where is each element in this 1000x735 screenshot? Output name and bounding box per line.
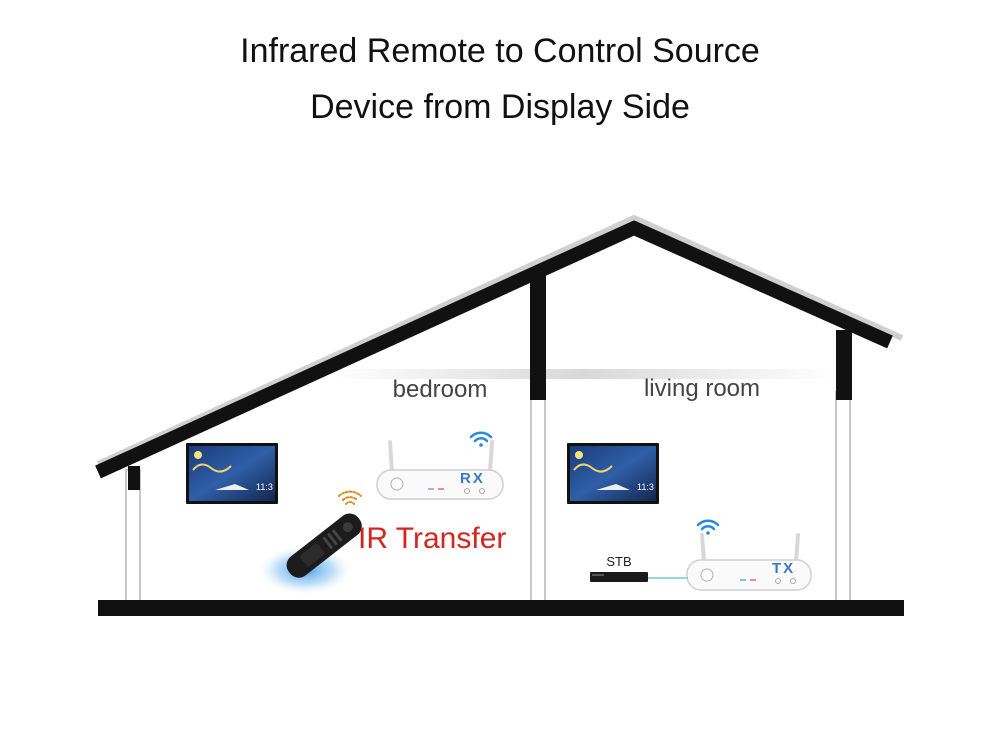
living-room-tv-time: 11:3 <box>637 482 654 492</box>
living-room-tv: 11:3 <box>567 443 659 504</box>
roof-shadow <box>96 214 904 467</box>
tx-label: TX <box>772 560 795 577</box>
ir-remote-control <box>259 513 362 594</box>
divider-wall <box>530 391 546 603</box>
tx-transmitter: TX <box>686 533 812 591</box>
right-wall <box>835 391 851 603</box>
stb-label: STB <box>606 554 631 569</box>
roof <box>95 220 893 479</box>
bedroom-tv-time: 11:3 <box>256 482 273 492</box>
diagram-title-line-1: Infrared Remote to Control Source <box>240 32 760 70</box>
ceiling-beam <box>330 369 835 379</box>
rx-receiver: RX <box>376 440 504 500</box>
ir-signal-icon <box>338 490 362 505</box>
left-post-cap <box>128 466 140 490</box>
floor <box>98 600 904 616</box>
bedroom-label: bedroom <box>393 376 488 403</box>
rx-label: RX <box>460 470 485 487</box>
diagram-title-line-2: Device from Display Side <box>310 88 690 126</box>
bedroom-tv: 11:3 <box>186 443 278 504</box>
right-post-cap <box>836 330 852 400</box>
living-room-label: living room <box>644 375 760 402</box>
divider-post <box>530 272 546 400</box>
tx-wifi-icon <box>696 519 720 535</box>
set-top-box <box>590 572 688 582</box>
rx-wifi-icon <box>469 431 493 447</box>
house-structure <box>95 214 904 616</box>
ir-transfer-label: IR Transfer <box>358 522 506 555</box>
